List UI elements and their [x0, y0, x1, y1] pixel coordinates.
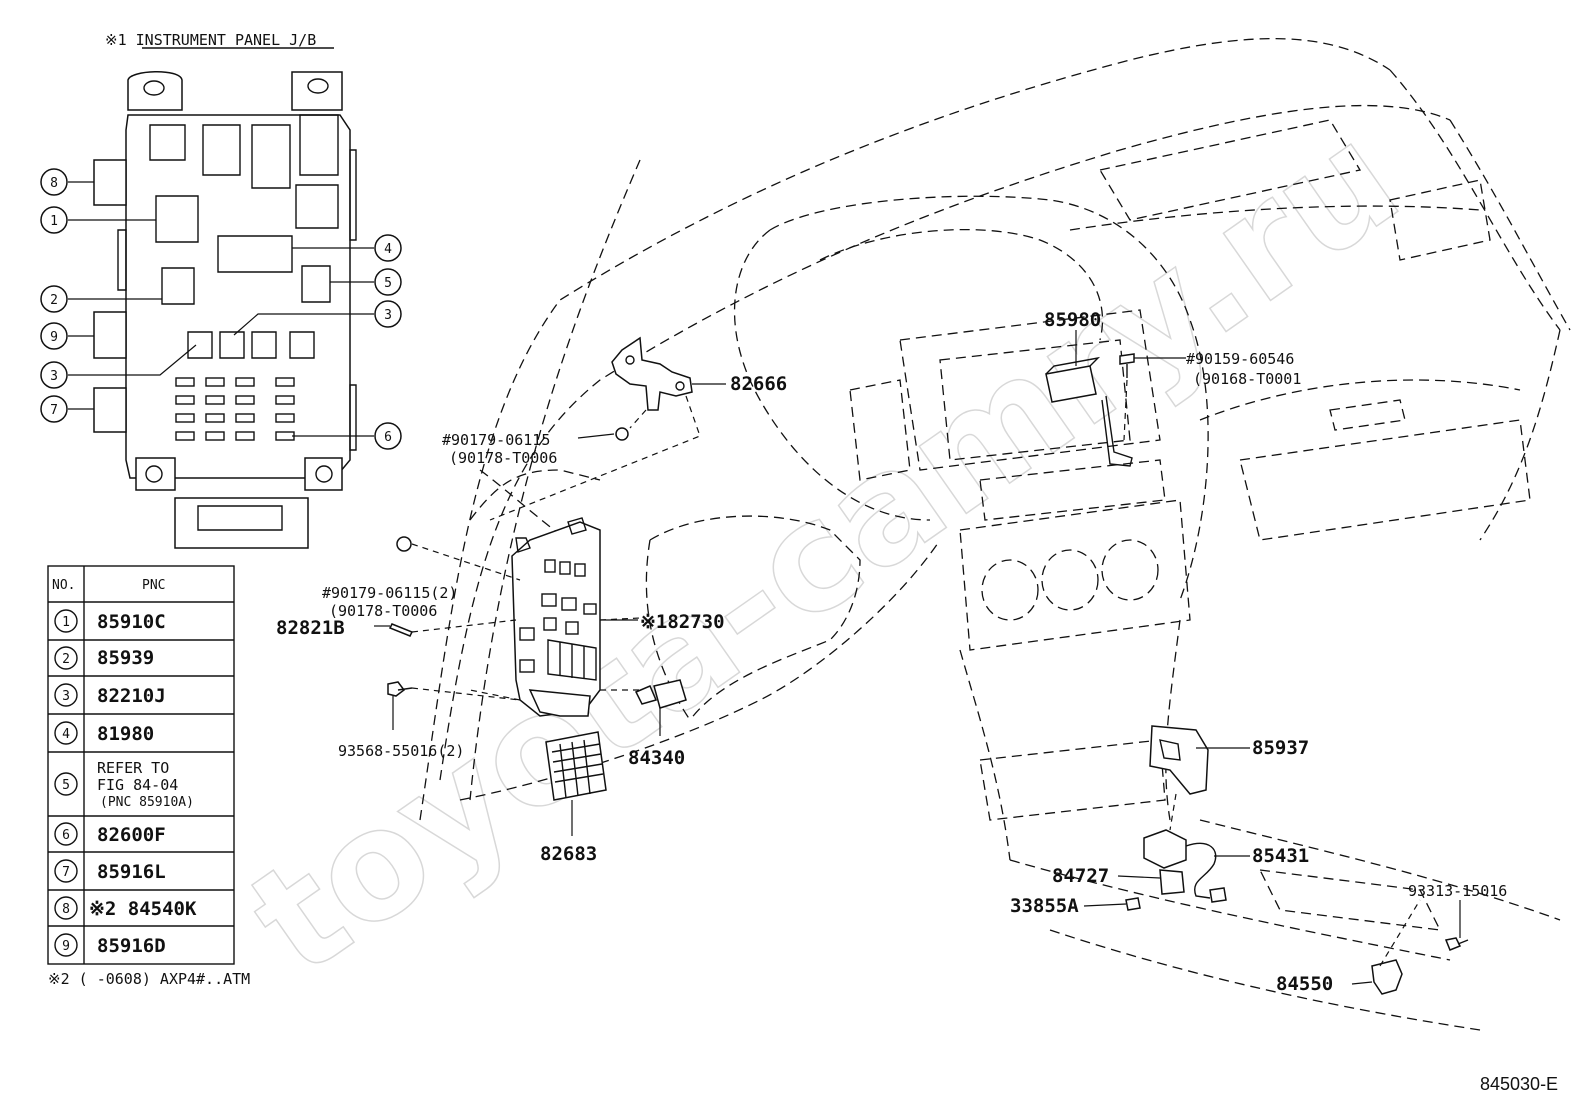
table-row: 8 ※2 84540K [54, 896, 197, 920]
part-84550: 84550 [1276, 899, 1421, 995]
svg-text:85910C: 85910C [97, 611, 166, 633]
jb-callout-5: 5 [374, 268, 402, 296]
pnc-table: NO. PNC 1 85910C 2 85939 3 82210J 4 8198… [47, 565, 250, 988]
instrument-panel-jb-detail: ※1 INSTRUMENT PANEL J/B [40, 31, 402, 549]
svg-text:(PNC 85910A): (PNC 85910A) [100, 795, 194, 810]
part-82821B: 82821B [276, 617, 517, 639]
svg-text:7: 7 [62, 865, 70, 880]
svg-text:8: 8 [50, 176, 58, 191]
svg-text:93568-55016(2): 93568-55016(2) [338, 742, 464, 760]
jb-callout-3-left: 3 [40, 361, 68, 389]
table-row: 1 85910C [54, 609, 166, 633]
svg-text:82210J: 82210J [97, 685, 166, 707]
svg-text:1: 1 [50, 214, 58, 229]
svg-text:FIG 84-04: FIG 84-04 [97, 776, 178, 794]
svg-text:84550: 84550 [1276, 973, 1333, 995]
part-33855A: 33855A [1010, 895, 1141, 917]
svg-text:7: 7 [50, 403, 58, 418]
svg-text:#90179-06115: #90179-06115 [442, 431, 550, 449]
part-85937: 85937 [1149, 725, 1309, 831]
part-90159-screw: #90159-60546 (90168-T0001 [1119, 350, 1301, 441]
svg-text:81980: 81980 [97, 723, 154, 745]
part-85431-84727: 85431 84727 [1052, 829, 1309, 903]
svg-text:3: 3 [50, 369, 58, 384]
svg-text:REFER TO: REFER TO [97, 759, 169, 777]
table-footnote: ※2 ( -0608) AXP4#..ATM [48, 970, 250, 988]
part-84340: 84340 [628, 679, 687, 769]
svg-text:5: 5 [384, 276, 392, 291]
svg-text:85937: 85937 [1252, 737, 1309, 759]
svg-text:3: 3 [62, 689, 70, 704]
svg-text:8: 8 [62, 902, 70, 917]
svg-text:84340: 84340 [628, 747, 685, 769]
table-row: 5 REFER TO FIG 84-04 (PNC 85910A) [54, 759, 194, 810]
part-93313-bolt: 93313-15016 [1408, 882, 1507, 951]
svg-text:1: 1 [62, 615, 70, 630]
part-82666: 82666 [489, 336, 787, 521]
jb-callout-2: 2 [40, 285, 68, 313]
svg-text:84727: 84727 [1052, 865, 1109, 887]
jb-callout-1: 1 [40, 206, 68, 234]
jb-callout-9: 9 [40, 322, 68, 350]
part-90179-lower: #90179-06115(2) (90178-T0006 [322, 536, 521, 620]
table-row: 3 82210J [54, 683, 166, 707]
part-82683: 82683 [540, 731, 607, 865]
svg-text:2: 2 [62, 652, 70, 667]
svg-text:(90178-T0006: (90178-T0006 [329, 602, 437, 620]
svg-text:85916D: 85916D [97, 935, 166, 957]
svg-text:82683: 82683 [540, 843, 597, 865]
jb-callout-6: 6 [374, 422, 402, 450]
svg-text:82821B: 82821B [276, 617, 345, 639]
table-header-pnc: PNC [142, 578, 165, 593]
svg-text:85916L: 85916L [97, 861, 166, 883]
part-85980: 85980 [1044, 309, 1133, 467]
svg-text:6: 6 [62, 828, 70, 843]
svg-text:#90179-06115(2): #90179-06115(2) [322, 584, 457, 602]
table-row: 2 85939 [54, 646, 154, 670]
part-90179-upper: #90179-06115 (90178-T0006 [442, 427, 629, 467]
svg-text:※182730: ※182730 [640, 611, 725, 633]
svg-text:82666: 82666 [730, 373, 787, 395]
svg-text:9: 9 [62, 939, 70, 954]
part-82730-jb: ※182730 [469, 517, 725, 717]
svg-text:3: 3 [384, 308, 392, 323]
table-row: 4 81980 [54, 721, 154, 745]
svg-text:5: 5 [62, 778, 70, 793]
svg-text:(90178-T0006: (90178-T0006 [449, 449, 557, 467]
jb-callout-3-right: 3 [374, 300, 402, 328]
jb-callout-8: 8 [40, 168, 68, 196]
svg-text:33855A: 33855A [1010, 895, 1079, 917]
svg-text:4: 4 [384, 242, 392, 257]
svg-text:(90168-T0001: (90168-T0001 [1193, 370, 1301, 388]
svg-text:6: 6 [384, 430, 392, 445]
svg-text:※2 84540K: ※2 84540K [89, 898, 197, 920]
table-row: 9 85916D [54, 933, 166, 957]
table-header-no: NO. [52, 578, 75, 593]
svg-text:85431: 85431 [1252, 845, 1309, 867]
svg-text:9: 9 [50, 330, 58, 345]
jb-callout-4: 4 [374, 234, 402, 262]
svg-text:2: 2 [50, 293, 58, 308]
table-row: 6 82600F [54, 822, 166, 846]
part-93568-bolt: 93568-55016(2) [338, 681, 521, 760]
svg-text:93313-15016: 93313-15016 [1408, 882, 1507, 900]
svg-text:82600F: 82600F [97, 824, 166, 846]
jb-callout-7: 7 [40, 395, 68, 423]
figure-id: 845030-E [1480, 1074, 1558, 1094]
table-row: 7 85916L [54, 859, 166, 883]
jb-title: ※1 INSTRUMENT PANEL J/B [105, 31, 316, 49]
svg-text:85939: 85939 [97, 647, 154, 669]
svg-text:4: 4 [62, 727, 70, 742]
svg-text:#90159-60546: #90159-60546 [1186, 350, 1294, 368]
svg-text:85980: 85980 [1044, 309, 1101, 331]
